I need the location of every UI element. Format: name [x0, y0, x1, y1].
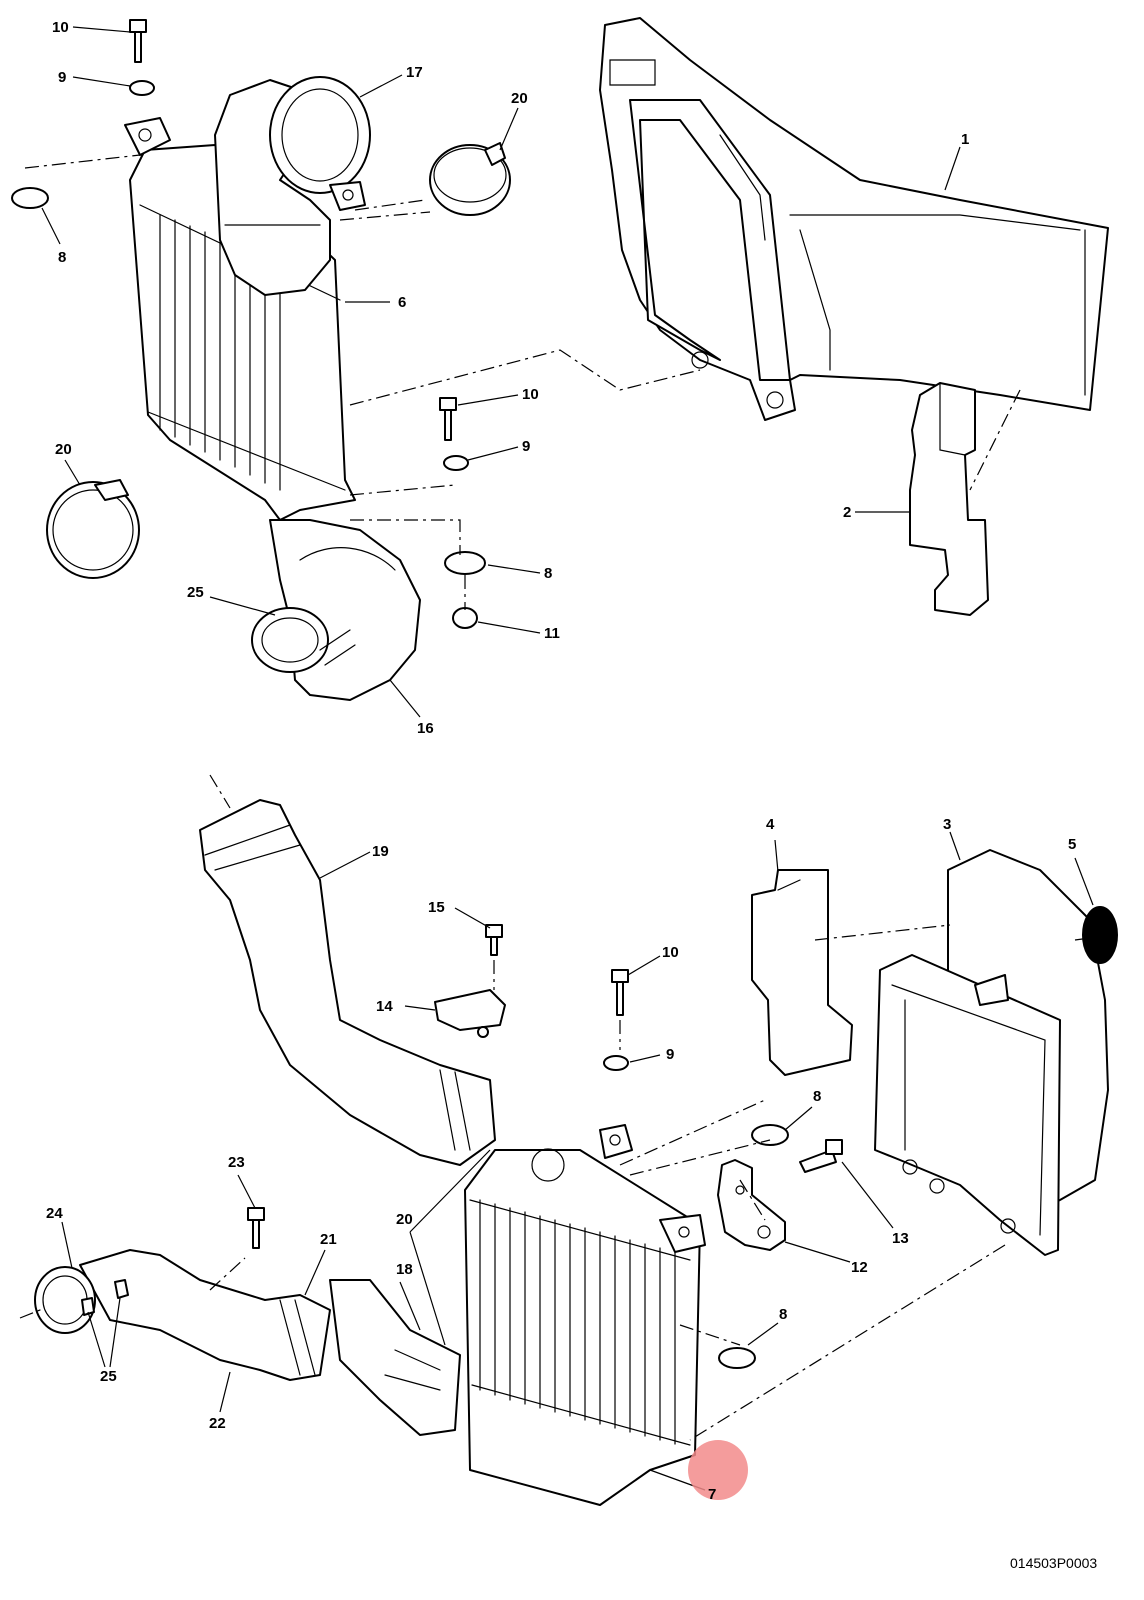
callout-8: 8: [813, 1088, 821, 1105]
callout-10: 10: [522, 386, 539, 403]
hose-part-16: [251, 519, 421, 701]
hose-part-17: [214, 76, 371, 296]
callout-21: 21: [320, 1231, 337, 1248]
callout-3: 3: [943, 816, 951, 833]
callout-6: 6: [398, 294, 406, 311]
callout-20: 20: [511, 90, 528, 107]
sensor-part-14: [434, 989, 506, 1038]
callout-17: 17: [406, 64, 423, 81]
hose-clamp-part-20-left: [46, 479, 140, 579]
hose-clamp-part-20-top: [429, 142, 511, 216]
callout-2: 2: [843, 504, 851, 521]
callout-13: 13: [892, 1230, 909, 1247]
callout-12: 12: [851, 1259, 868, 1276]
callout-8: 8: [58, 249, 66, 266]
duct-part-3: [874, 849, 1109, 1256]
callout-numbers: 10 9 8 17 20 1 6 10 9 20 2 8 25 11 16 4 …: [46, 19, 1076, 1503]
callout-20: 20: [396, 1211, 413, 1228]
bracket-part-2: [909, 382, 989, 616]
callout-8: 8: [544, 565, 552, 582]
callout-11: 11: [544, 625, 560, 642]
callout-10: 10: [662, 944, 679, 961]
callout-9: 9: [666, 1046, 674, 1063]
callout-9: 9: [58, 69, 66, 86]
callout-15: 15: [428, 899, 445, 916]
bracket-part-4: [751, 869, 853, 1076]
callout-8: 8: [779, 1306, 787, 1323]
callout-24: 24: [46, 1205, 63, 1222]
assembly-lines-top: [24, 154, 1021, 610]
callout-18: 18: [396, 1261, 413, 1278]
callout-10: 10: [52, 19, 69, 36]
hose-part-22: [79, 1249, 331, 1381]
callout-16: 16: [417, 720, 434, 737]
callout-19: 19: [372, 843, 389, 860]
plug-part-5: [1082, 906, 1118, 964]
intercooler-part-7: [464, 1124, 706, 1506]
assembly-lines-bottom: [19, 774, 1091, 1441]
reference-code: 014503P0003: [1010, 1555, 1097, 1571]
callout-4: 4: [766, 816, 775, 833]
fasteners-top: [11, 19, 486, 629]
hose-part-19: [199, 799, 496, 1166]
leader-lines: [41, 26, 1094, 1491]
air-duct-part-1: [599, 17, 1109, 421]
callout-22: 22: [209, 1415, 226, 1432]
hose-part-18: [329, 1279, 461, 1436]
callout-1: 1: [961, 131, 969, 148]
callout-23: 23: [228, 1154, 245, 1171]
callout-7: 7: [708, 1486, 716, 1503]
callout-14: 14: [376, 998, 393, 1015]
highlight-marker: [688, 1440, 748, 1500]
hose-end-part-24: [34, 1266, 129, 1334]
bracket-part-12: [717, 1159, 786, 1251]
callout-25: 25: [100, 1368, 117, 1385]
fasteners-bottom: [247, 924, 843, 1369]
callout-20: 20: [55, 441, 72, 458]
callout-9: 9: [522, 438, 530, 455]
callout-5: 5: [1068, 836, 1076, 853]
callout-25: 25: [187, 584, 204, 601]
